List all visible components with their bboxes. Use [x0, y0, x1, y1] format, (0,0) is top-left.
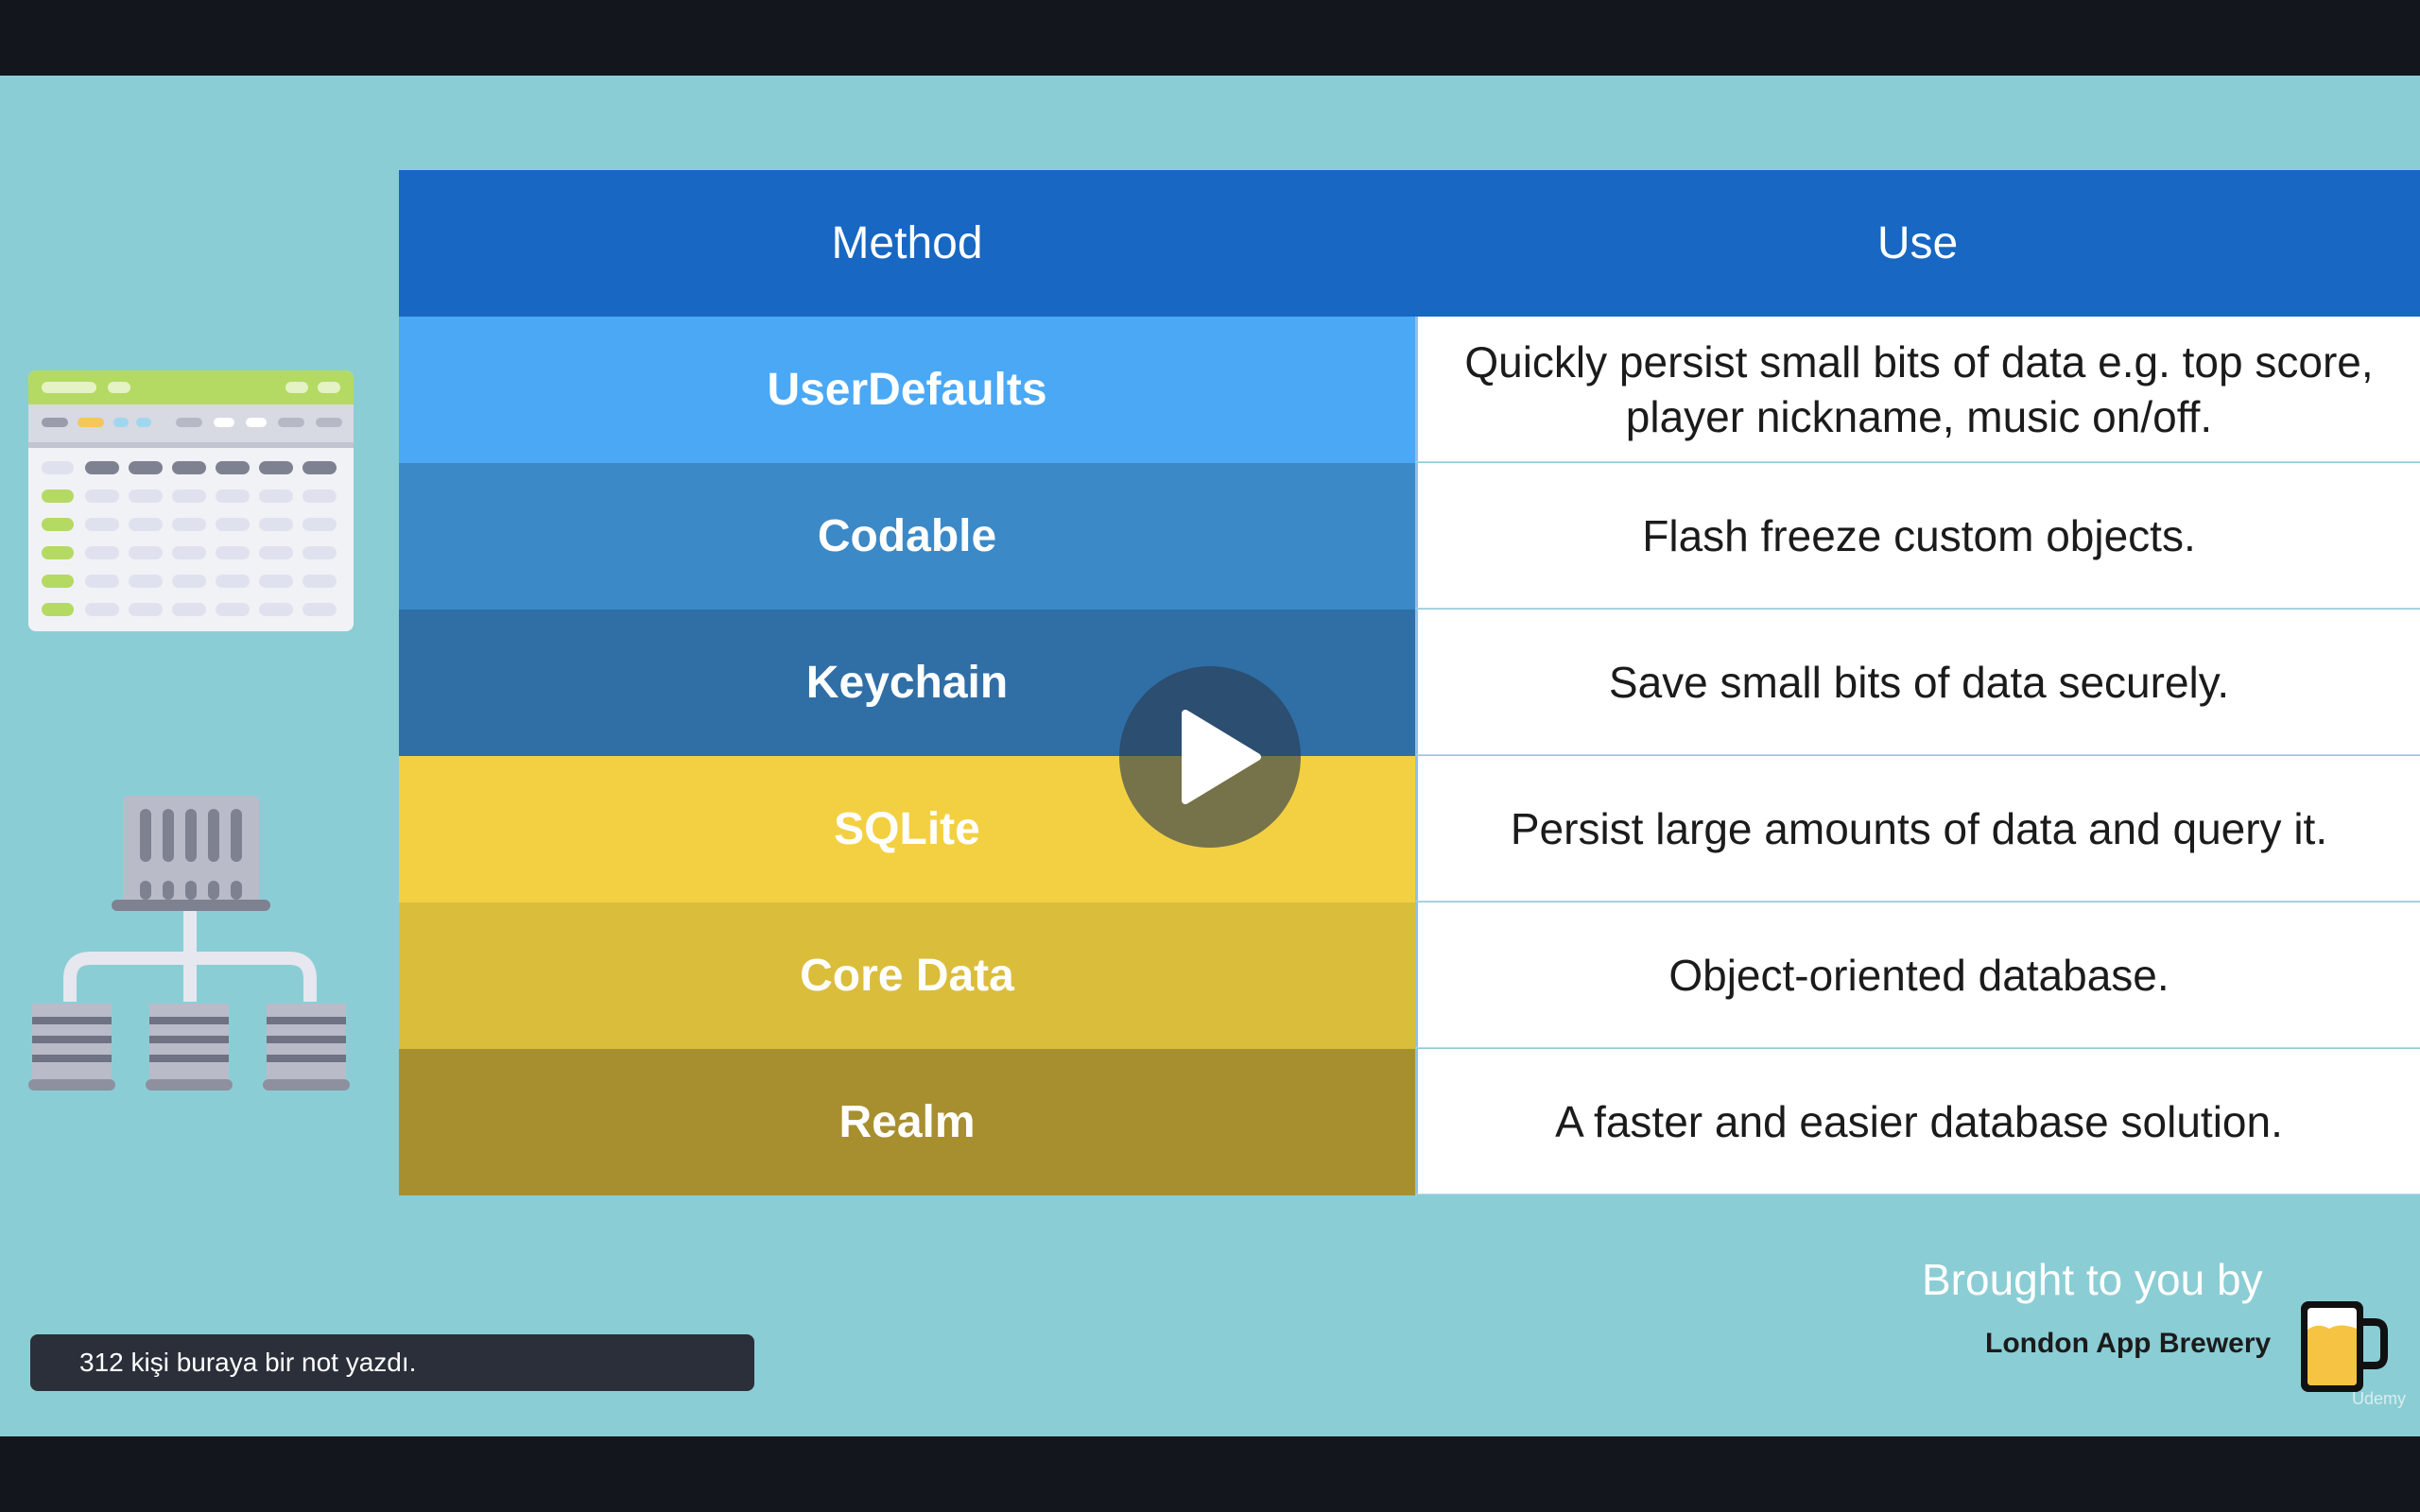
header-method: Method [831, 218, 983, 268]
video-slide[interactable]: Method Use UserDefaults Quickly persist … [0, 76, 2420, 1436]
use-cell: Save small bits of data securely. [1415, 610, 2420, 755]
method-cell: UserDefaults [399, 317, 1415, 463]
use-cell: Persist large amounts of data and query … [1415, 756, 2420, 902]
method-cell: Realm [399, 1049, 1415, 1195]
spreadsheet-icon [28, 370, 354, 636]
notes-indicator[interactable]: 312 kişi buraya bir not yazdı. [30, 1334, 754, 1391]
table-row: UserDefaults Quickly persist small bits … [399, 317, 2420, 463]
table-row: SQLite Persist large amounts of data and… [399, 756, 2420, 902]
letterbox-top [0, 0, 2420, 76]
brought-to-you-by: Brought to you by [1922, 1255, 2263, 1304]
table-row: Codable Flash freeze custom objects. [399, 463, 2420, 610]
use-cell: A faster and easier database solution. [1415, 1049, 2420, 1194]
use-cell: Quickly persist small bits of data e.g. … [1415, 317, 2420, 462]
database-network-icon [28, 796, 354, 1101]
letterbox-bottom [0, 1436, 2420, 1512]
udemy-watermark: Udemy [2352, 1389, 2407, 1408]
table-row: Core Data Object-oriented database. [399, 902, 2420, 1049]
header-use: Use [1876, 218, 1959, 268]
use-cell: Flash freeze custom objects. [1415, 463, 2420, 609]
method-cell: Codable [399, 463, 1415, 610]
brand-name: London App Brewery [1985, 1328, 2272, 1359]
beer-mug-icon [2297, 1297, 2388, 1400]
table-row: Realm A faster and easier database solut… [399, 1049, 2420, 1195]
play-button[interactable] [1119, 666, 1301, 848]
use-cell: Object-oriented database. [1415, 902, 2420, 1048]
play-icon [1182, 710, 1261, 804]
persistence-methods-table: Method Use UserDefaults Quickly persist … [399, 170, 2420, 1195]
table-header: Method Use [399, 170, 2420, 317]
method-cell: Core Data [399, 902, 1415, 1049]
table-row: Keychain Save small bits of data securel… [399, 610, 2420, 756]
